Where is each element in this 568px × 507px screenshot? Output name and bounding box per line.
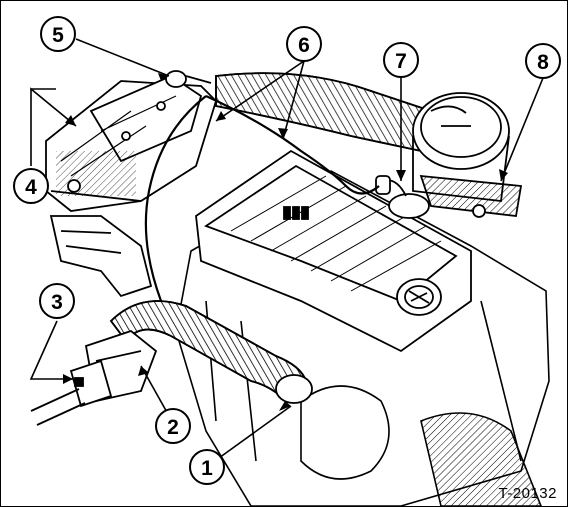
intake-air-duct <box>109 300 313 404</box>
callout-1-label: 1 <box>201 457 213 480</box>
filter-outlet-duct <box>49 215 153 298</box>
callout-8: 8 <box>525 43 561 79</box>
callout-1: 1 <box>189 449 225 485</box>
callout-5-label: 5 <box>52 24 64 47</box>
callout-7: 7 <box>383 42 419 78</box>
leader-arrowheads <box>63 73 508 411</box>
callout-8-label: 8 <box>537 51 549 74</box>
oil-filler-cap <box>396 278 442 316</box>
callout-5: 5 <box>40 16 76 52</box>
airflow-arrow-lines <box>30 388 86 426</box>
leader-lines <box>29 38 544 464</box>
hose-clamp <box>165 70 212 88</box>
callout-7-label: 7 <box>395 50 407 73</box>
throttle-housing <box>412 92 523 218</box>
callout-6-label: 6 <box>298 34 310 57</box>
callout-3: 3 <box>39 283 75 319</box>
throttle-body-connection <box>375 175 430 219</box>
callout-3-label: 3 <box>51 291 63 314</box>
figure-id-label: T-20132 <box>498 485 557 502</box>
callout-4-label: 4 <box>25 176 37 199</box>
vacuum-line <box>144 94 380 302</box>
callout-6: 6 <box>286 26 322 62</box>
upper-intake-hose <box>215 72 433 153</box>
air-inlet <box>69 359 113 408</box>
callout-2-label: 2 <box>167 416 179 439</box>
callout-2: 2 <box>155 408 191 444</box>
callout-4: 4 <box>13 168 49 204</box>
air-filter-housing <box>45 74 218 212</box>
